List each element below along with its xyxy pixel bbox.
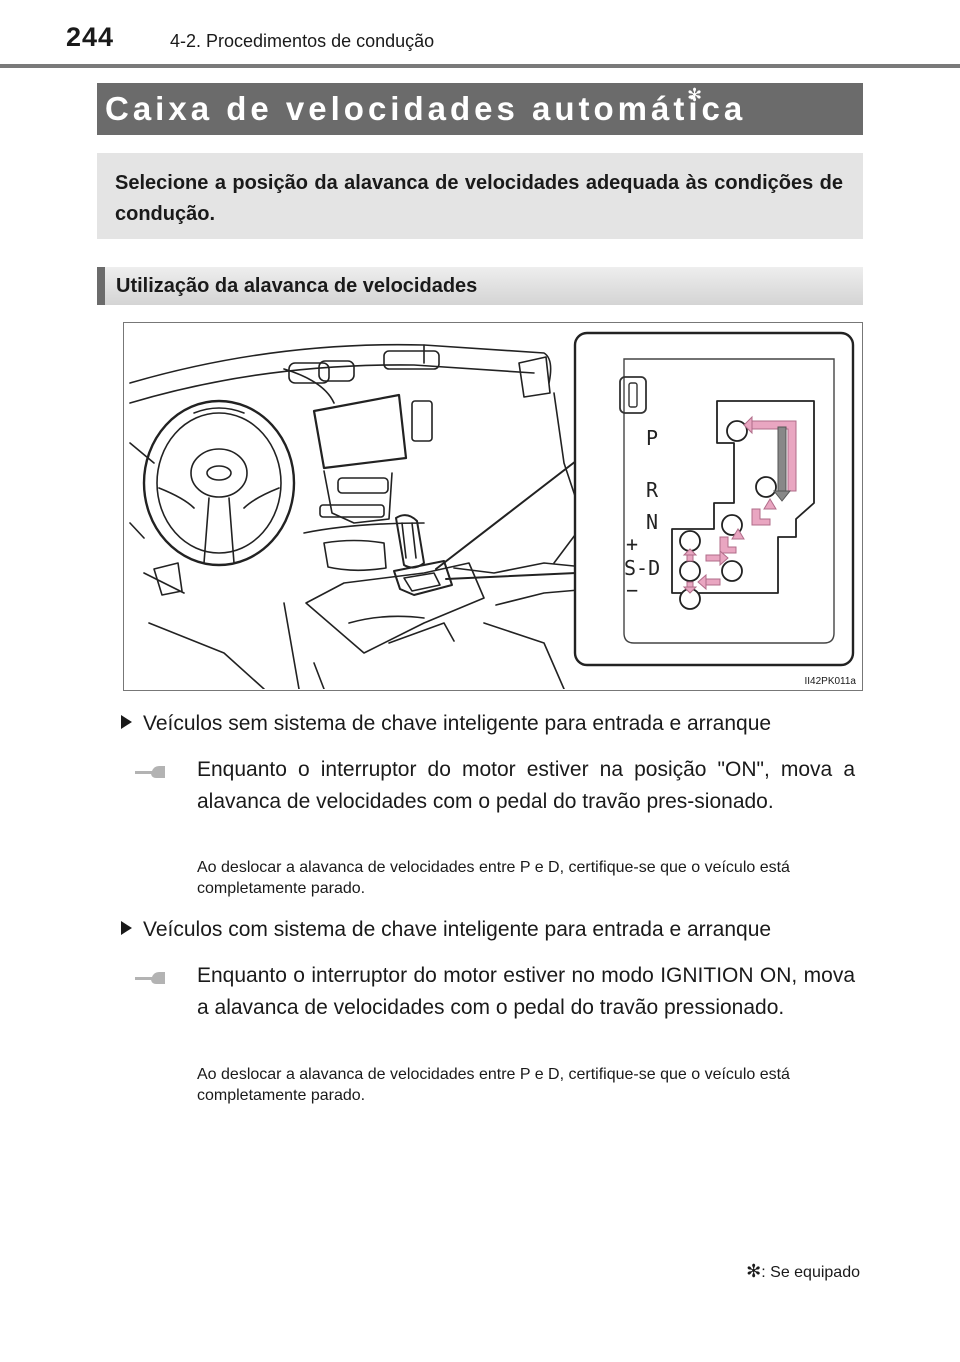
section-heading-2: Veículos com sistema de chave inteligent… [121, 918, 771, 942]
summary-text: Selecione a posição da alavanca de veloc… [115, 172, 843, 225]
page-number: 244 [66, 22, 115, 52]
note-text-2: Ao deslocar a alavanca de velocidades en… [197, 1066, 790, 1104]
dashboard-illustration: P R N + S-D − [129, 331, 855, 689]
figure-code: II42PK011a [804, 676, 856, 687]
gear-label-sd: S-D [624, 556, 660, 580]
gear-label-plus: + [626, 532, 638, 556]
gear-label-n: N [646, 510, 658, 534]
triangle-bullet-icon [121, 921, 132, 935]
sub-heading: Utilização da alavanca de velocidades [97, 267, 863, 305]
sub-heading-text: Utilização da alavanca de velocidades [116, 275, 478, 297]
gear-label-minus: − [626, 578, 638, 602]
title-asterisk: ✻ [687, 85, 703, 105]
note-text-1: Ao deslocar a alavanca de velocidades en… [197, 859, 790, 897]
section-title: 4-2. Procedimentos de condução [170, 31, 435, 51]
shift-lever-figure: P R N + S-D − II42PK011a [123, 322, 863, 691]
step-text-1: Enquanto o interruptor do motor estiver … [197, 758, 855, 813]
section-heading-text: Veículos com sistema de chave inteligent… [143, 918, 772, 941]
section-heading-text: Veículos sem sistema de chave inteligent… [143, 712, 772, 735]
page-title: Caixa de velocidades automática [105, 90, 747, 127]
summary-box: Selecione a posição da alavanca de veloc… [97, 153, 863, 239]
header-rule [0, 64, 960, 68]
pointing-hand-icon [135, 766, 165, 778]
gear-label-r: R [646, 478, 659, 502]
triangle-bullet-icon [121, 715, 132, 729]
gear-label-p: P [646, 426, 658, 450]
page-header: 244 4-2. Procedimentos de condução [0, 0, 960, 68]
title-bar: Caixa de velocidades automática ✻ [97, 83, 863, 135]
footnote-asterisk: ✻ [746, 1261, 762, 1281]
step-text-2: Enquanto o interruptor do motor estiver … [197, 964, 855, 1019]
shift-gate-inset: P R N + S-D − [573, 331, 855, 667]
sub-heading-marker [97, 267, 105, 305]
section-heading-1: Veículos sem sistema de chave inteligent… [121, 712, 771, 736]
footnote: ✻: Se equipado [746, 1261, 860, 1282]
pointing-hand-icon [135, 972, 165, 984]
footnote-text: : Se equipado [761, 1264, 860, 1281]
